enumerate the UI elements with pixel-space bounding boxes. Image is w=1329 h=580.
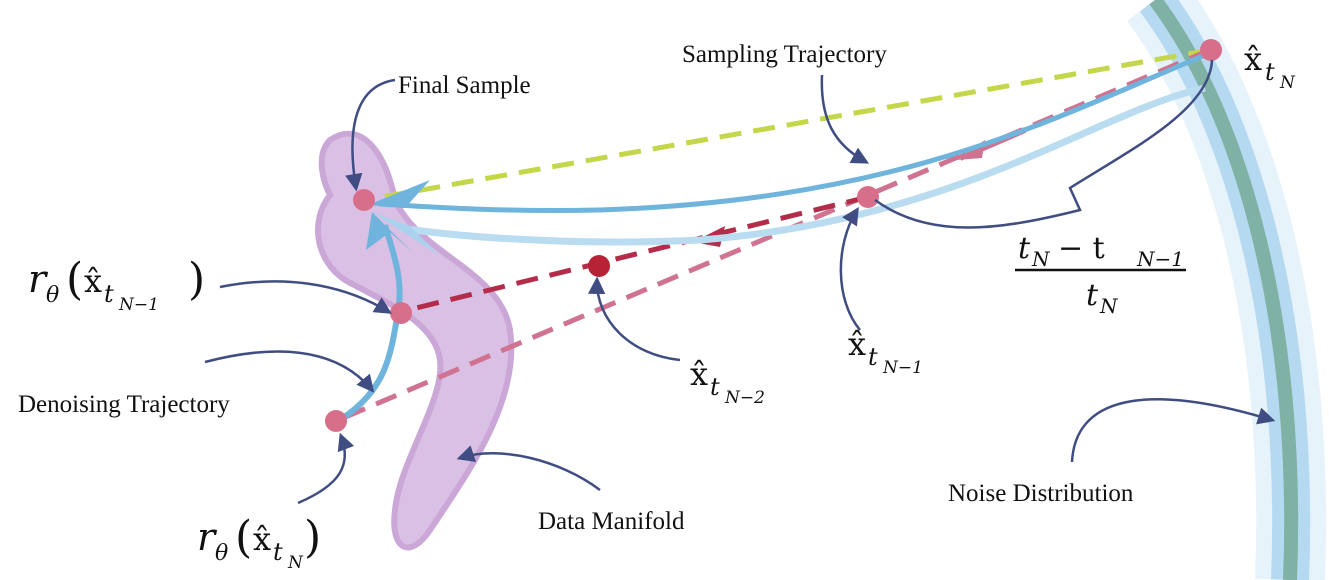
svg-text:x̂: x̂ xyxy=(848,325,866,363)
dashed-line-pink-main xyxy=(335,47,1211,424)
svg-text:N−1: N−1 xyxy=(1136,247,1184,271)
svg-text:x̂: x̂ xyxy=(690,355,708,393)
dashed-line-red xyxy=(399,194,869,315)
math-x-hat-t-N-1: x̂ t N−1 xyxy=(848,325,923,378)
svg-text:r: r xyxy=(28,257,49,301)
svg-text:θ: θ xyxy=(46,283,59,308)
point-x-t-N xyxy=(1200,39,1222,61)
label-noise-distribution: Noise Distribution xyxy=(948,480,1134,507)
svg-text:N: N xyxy=(1099,294,1119,318)
label-sampling-trajectory: Sampling Trajectory xyxy=(682,41,887,68)
label-denoising-trajectory: Denoising Trajectory xyxy=(18,391,230,418)
pointer-arrow-denoising-trajectory xyxy=(204,350,375,393)
pointer-arrow-r-theta-t-N xyxy=(297,432,355,505)
data-manifold-shape xyxy=(315,130,515,551)
svg-text:): ) xyxy=(188,254,205,305)
point-r-theta-t-N xyxy=(325,410,347,432)
svg-text:x̂: x̂ xyxy=(253,520,271,558)
pointer-arrow-data-manifold xyxy=(456,445,601,492)
svg-text:x̂: x̂ xyxy=(1244,40,1262,78)
math-step-fraction: t N − t N−1 t N xyxy=(1015,231,1186,318)
label-data-manifold: Data Manifold xyxy=(538,508,685,535)
dashed-line-green xyxy=(364,47,1211,203)
svg-text:N: N xyxy=(1031,247,1051,271)
pointer-arrow-x-t-N-2 xyxy=(587,276,681,362)
svg-text:t: t xyxy=(273,538,283,566)
svg-text:x̂: x̂ xyxy=(84,262,102,300)
svg-text:(: ( xyxy=(66,254,83,305)
point-r-theta-t-N-1 xyxy=(390,302,412,324)
svg-text:t: t xyxy=(1018,231,1031,266)
svg-text:t: t xyxy=(710,373,720,401)
svg-text:r: r xyxy=(197,515,218,559)
svg-text:(: ( xyxy=(235,512,252,563)
math-x-hat-t-N-2: x̂ t N−2 xyxy=(690,355,765,408)
math-r-theta-x-t-N-1: r θ ( x̂ t N−1 ) xyxy=(28,254,205,315)
noise-distribution-band xyxy=(1126,0,1327,580)
svg-text:θ: θ xyxy=(215,541,228,566)
svg-text:N−2: N−2 xyxy=(724,388,765,408)
pointer-arrow-sampling-trajectory xyxy=(820,74,870,164)
pointer-arrow-final-sample xyxy=(345,78,396,192)
step-size-bracket xyxy=(874,59,1214,229)
final-sample-arrowheads xyxy=(366,180,440,256)
svg-text:t: t xyxy=(1265,58,1275,86)
math-x-hat-t-N: x̂ t N xyxy=(1244,40,1296,93)
svg-text:t: t xyxy=(1086,278,1099,313)
svg-text:t: t xyxy=(104,280,114,308)
svg-text:): ) xyxy=(304,512,321,563)
point-x-t-N-1 xyxy=(857,186,879,208)
svg-text:t: t xyxy=(868,343,878,371)
sampling-trajectory-light-curve xyxy=(399,84,1206,246)
label-final-sample: Final Sample xyxy=(398,72,531,99)
svg-text:N: N xyxy=(287,553,304,573)
svg-text:N−1: N−1 xyxy=(118,295,159,315)
svg-text:N: N xyxy=(1279,73,1296,93)
pointer-arrow-noise-distribution xyxy=(1070,398,1276,463)
math-r-theta-x-t-N: r θ ( x̂ t N ) xyxy=(197,512,321,573)
pointer-arrow-r-theta-t-N-1 xyxy=(219,280,392,314)
point-final-sample xyxy=(353,189,375,211)
point-x-t-N-2 xyxy=(588,255,610,277)
sampling-trajectory-curve xyxy=(379,52,1206,213)
svg-text:− t: − t xyxy=(1058,231,1105,266)
svg-text:N−1: N−1 xyxy=(882,358,923,378)
pointer-arrow-x-t-N-1 xyxy=(839,207,861,331)
